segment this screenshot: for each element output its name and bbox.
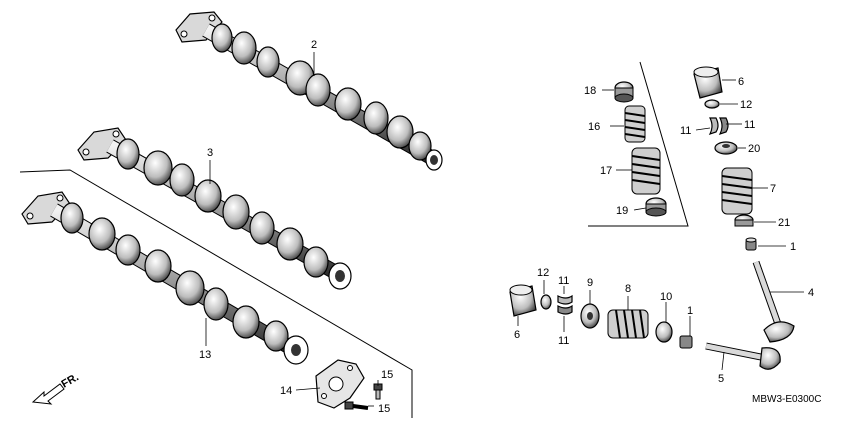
valve-4 xyxy=(752,260,795,343)
outer-spring-17 xyxy=(631,147,661,195)
callout-9: 9 xyxy=(587,277,593,289)
callout-19: 19 xyxy=(616,205,628,217)
retainer-20 xyxy=(714,141,738,155)
tappet-6-upper xyxy=(693,66,723,99)
callout-1-lower: 1 xyxy=(687,305,693,317)
callout-20: 20 xyxy=(748,143,760,155)
fr-label: FR. xyxy=(60,371,81,390)
diagram-code: MBW3-E0300C xyxy=(752,394,821,405)
callout-12-upper: 12 xyxy=(740,99,752,111)
seat-21 xyxy=(734,214,754,227)
spring-7 xyxy=(721,167,753,215)
callout-7: 7 xyxy=(770,183,776,195)
callout-6-lower: 6 xyxy=(514,329,520,341)
front-direction-indicator: FR. xyxy=(31,371,81,405)
camshaft-3 xyxy=(77,127,352,290)
callout-10: 10 xyxy=(660,291,672,303)
callout-3: 3 xyxy=(207,147,213,159)
callout-18: 18 xyxy=(584,85,596,97)
holder-plate-14 xyxy=(315,359,365,409)
callout-14: 14 xyxy=(280,385,292,397)
seal-1-upper xyxy=(745,237,757,251)
cotter-11-upper xyxy=(708,117,729,136)
callout-13: 13 xyxy=(199,349,211,361)
diagram-border-right xyxy=(588,61,689,227)
callout-11-right: 11 xyxy=(744,119,755,131)
seat-19 xyxy=(645,197,667,217)
callout-21: 21 xyxy=(778,217,790,229)
camshaft-13 xyxy=(21,191,309,365)
bolt-15-upper xyxy=(373,383,383,400)
tappet-6-lower xyxy=(509,284,537,317)
callout-17: 17 xyxy=(600,165,612,177)
callout-15-lower: 15 xyxy=(378,403,390,415)
callout-15-upper: 15 xyxy=(381,369,393,381)
valve-stem-seal-18 xyxy=(614,81,634,103)
valve-5 xyxy=(705,342,781,370)
callout-5: 5 xyxy=(718,373,724,385)
leader-lines xyxy=(205,52,804,407)
bolt-15-lower xyxy=(344,401,369,410)
callout-11-lower-bottom: 11 xyxy=(558,335,569,347)
callout-6-upper: 6 xyxy=(738,76,744,88)
shim-12-lower xyxy=(540,294,552,310)
diagram-border-left xyxy=(19,169,413,418)
spring-8 xyxy=(607,309,649,339)
callout-16: 16 xyxy=(588,121,600,133)
callout-1-upper: 1 xyxy=(790,241,796,253)
cotter-11-lower xyxy=(557,294,573,315)
callout-11-left: 11 xyxy=(680,125,691,137)
callout-8: 8 xyxy=(625,283,631,295)
retainer-9 xyxy=(580,303,600,329)
camshaft-2 xyxy=(175,11,443,171)
callout-11-lower-top: 11 xyxy=(558,275,569,287)
inner-spring-16 xyxy=(624,105,646,143)
seat-10 xyxy=(655,321,673,343)
callout-4: 4 xyxy=(808,287,814,299)
callout-2: 2 xyxy=(311,39,317,51)
callout-12-lower: 12 xyxy=(537,267,549,279)
seal-1-lower xyxy=(679,335,693,349)
shim-12-upper xyxy=(704,99,720,109)
